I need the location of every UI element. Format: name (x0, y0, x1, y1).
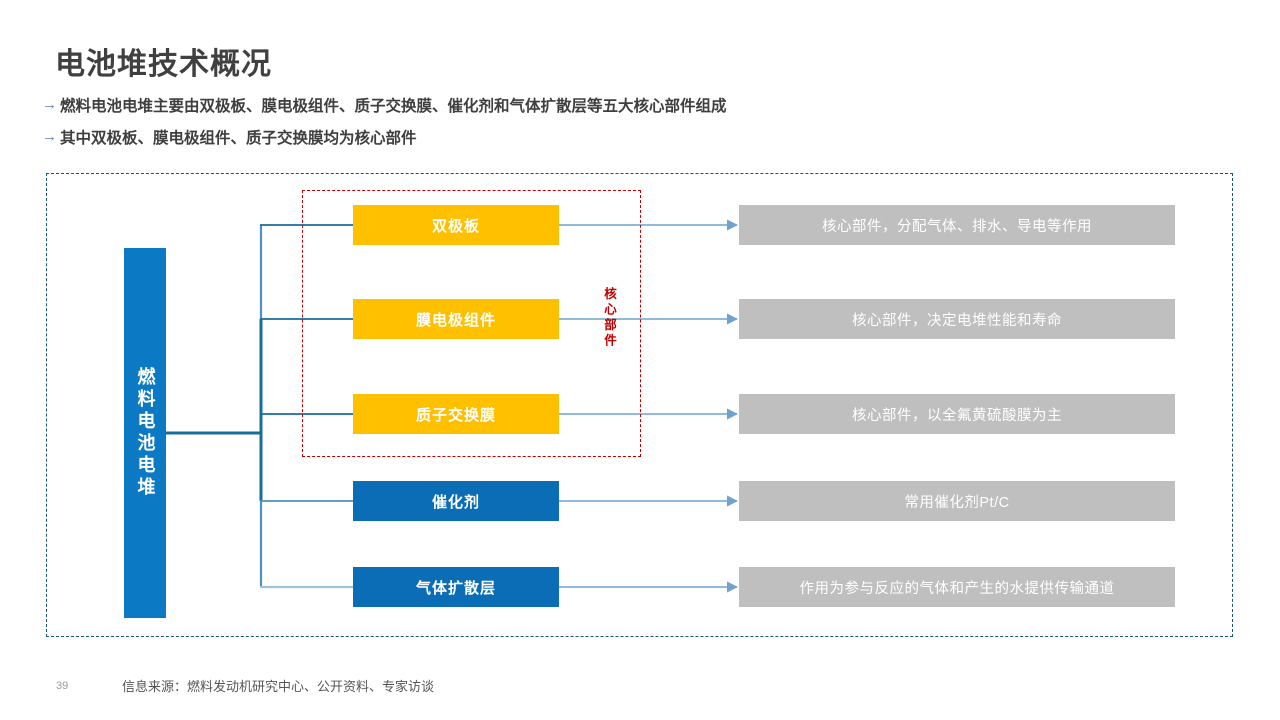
header-bullet-1-text: 燃料电池电堆主要由双极板、膜电极组件、质子交换膜、催化剂和气体扩散层等五大核心部… (60, 98, 727, 115)
description-box-5-text: 作用为参与反应的气体和产生的水提供传输通道 (799, 580, 1115, 597)
header-bullet-2: → 其中双极板、膜电极组件、质子交换膜均为核心部件 (42, 126, 417, 148)
arrow-bullet-icon: → (42, 127, 57, 145)
component-node-4-label: 催化剂 (431, 493, 480, 511)
description-box-4-text: 常用催化剂Pt/C (904, 494, 1010, 511)
root-node-label: 燃料电池电堆 (135, 367, 156, 499)
component-node-4[interactable]: 催化剂 (353, 481, 559, 521)
description-box-2[interactable]: 核心部件，决定电堆性能和寿命 (739, 299, 1175, 339)
component-node-3-label: 质子交换膜 (415, 406, 496, 424)
header-bullet-2-text: 其中双极板、膜电极组件、质子交换膜均为核心部件 (60, 130, 417, 147)
description-box-5[interactable]: 作用为参与反应的气体和产生的水提供传输通道 (739, 567, 1175, 607)
core-components-group (302, 190, 641, 457)
arrow-bullet-icon: → (42, 95, 57, 113)
source-note: 信息来源：燃料发动机研究中心、公开资料、专家访谈 (122, 679, 435, 694)
component-node-1[interactable]: 双极板 (353, 205, 559, 245)
description-box-2-text: 核心部件，决定电堆性能和寿命 (852, 312, 1062, 329)
component-node-1-label: 双极板 (431, 217, 480, 235)
page-title: 电池堆技术概况 (55, 48, 272, 81)
component-node-5-label: 气体扩散层 (415, 579, 496, 597)
component-node-2[interactable]: 膜电极组件 (353, 299, 559, 339)
description-box-4[interactable]: 常用催化剂Pt/C (739, 481, 1175, 521)
header-bullet-1: → 燃料电池电堆主要由双极板、膜电极组件、质子交换膜、催化剂和气体扩散层等五大核… (42, 94, 727, 116)
component-node-3[interactable]: 质子交换膜 (353, 394, 559, 434)
component-node-2-label: 膜电极组件 (415, 311, 496, 329)
description-box-3[interactable]: 核心部件，以全氟黄硫酸膜为主 (739, 394, 1175, 434)
root-node-fuel-cell-stack[interactable]: 燃料电池电堆 (124, 248, 166, 618)
core-components-label: 核心部件 (602, 287, 616, 349)
description-box-1[interactable]: 核心部件，分配气体、排水、导电等作用 (739, 205, 1175, 245)
description-box-1-text: 核心部件，分配气体、排水、导电等作用 (822, 218, 1092, 235)
diagram-frame (46, 173, 1233, 637)
component-node-5[interactable]: 气体扩散层 (353, 567, 559, 607)
description-box-3-text: 核心部件，以全氟黄硫酸膜为主 (852, 407, 1062, 424)
page-number: 39 (56, 680, 69, 692)
